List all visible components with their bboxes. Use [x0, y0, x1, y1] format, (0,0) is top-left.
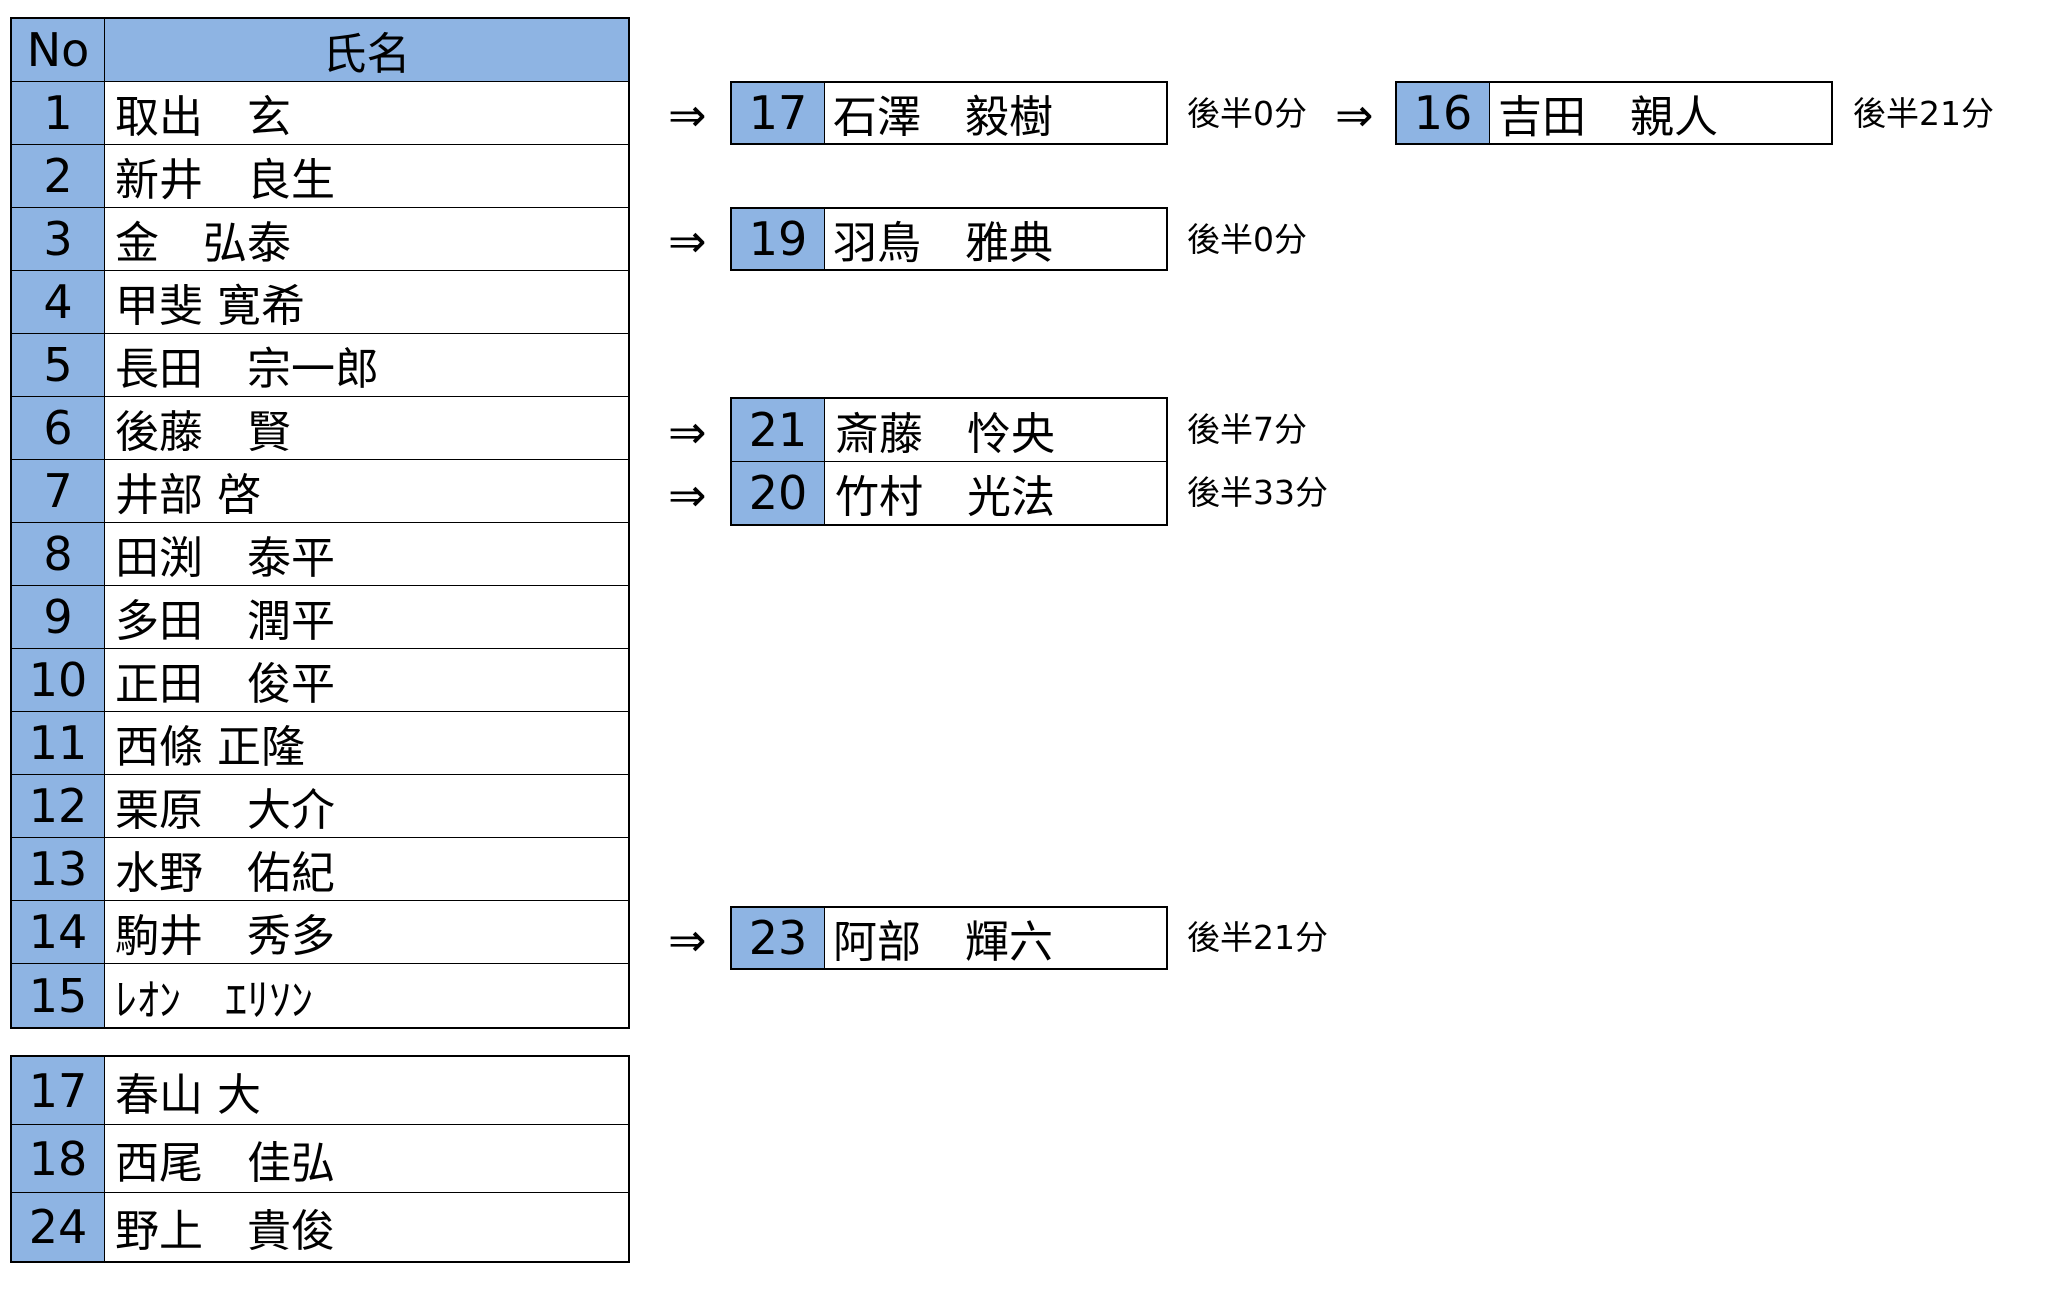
player-no: 1 [12, 82, 105, 144]
substitute-no: 21 [732, 399, 825, 461]
player-no: 11 [12, 712, 105, 774]
player-name: 正田 俊平 [105, 649, 628, 711]
player-no: 13 [12, 838, 105, 900]
substitute-box-pair: 21 斎藤 怜央 20 竹村 光法 [730, 397, 1168, 526]
substitute-name: 阿部 輝六 [825, 908, 1166, 968]
player-no: 9 [12, 586, 105, 648]
player-name: 野上 貴俊 [105, 1193, 628, 1261]
substitute-no: 17 [732, 83, 825, 143]
substitution-time: 後半33分 [1187, 473, 1328, 512]
player-name: 駒井 秀多 [105, 901, 628, 963]
substitute-no: 16 [1397, 83, 1490, 143]
substitute-name: 吉田 親人 [1490, 83, 1831, 143]
substitution-time: 後半21分 [1853, 94, 1994, 133]
substitute-name: 石澤 毅樹 [825, 83, 1166, 143]
player-name: 後藤 賢 [105, 397, 628, 459]
substitution-arrow: ⇒ [668, 468, 707, 522]
player-no: 5 [12, 334, 105, 396]
substitute-row: 21 斎藤 怜央 [732, 399, 1166, 461]
player-name: ﾚｵﾝ ｴﾘｿﾝ [105, 964, 628, 1027]
player-no: 18 [12, 1125, 105, 1192]
player-name: 栗原 大介 [105, 775, 628, 837]
substitution-time: 後半7分 [1187, 410, 1307, 449]
player-no: 15 [12, 964, 105, 1027]
player-name: 水野 佑紀 [105, 838, 628, 900]
player-no: 17 [12, 1057, 105, 1124]
substitute-no: 19 [732, 209, 825, 269]
player-name: 新井 良生 [105, 145, 628, 207]
player-name: 田渕 泰平 [105, 523, 628, 585]
substitute-box: 23 阿部 輝六 [730, 906, 1168, 970]
substitute-box: 19 羽鳥 雅典 [730, 207, 1168, 271]
table-header: No 氏名 [12, 19, 628, 82]
player-no: 6 [12, 397, 105, 459]
substitution-arrow: ⇒ [668, 405, 707, 459]
player-name: 取出 玄 [105, 82, 628, 144]
player-no: 4 [12, 271, 105, 333]
player-name: 多田 潤平 [105, 586, 628, 648]
substitution-arrow: ⇒ [668, 88, 707, 142]
substitute-name: 竹村 光法 [825, 462, 1166, 524]
player-name: 長田 宗一郎 [105, 334, 628, 396]
substitution-arrow: ⇒ [1335, 88, 1374, 142]
player-no: 7 [12, 460, 105, 522]
substitution-arrow: ⇒ [668, 214, 707, 268]
substitute-no: 23 [732, 908, 825, 968]
substitute-name: 羽鳥 雅典 [825, 209, 1166, 269]
player-no: 12 [12, 775, 105, 837]
substitution-time: 後半0分 [1187, 94, 1307, 133]
header-no: No [12, 19, 105, 81]
substitution-time: 後半21分 [1187, 918, 1328, 957]
substitute-row: 20 竹村 光法 [732, 461, 1166, 524]
header-name: 氏名 [105, 19, 628, 81]
substitution-arrow: ⇒ [668, 913, 707, 967]
player-name: 井部 啓 [105, 460, 628, 522]
substitute-box: 16 吉田 親人 [1395, 81, 1833, 145]
player-name: 西條 正隆 [105, 712, 628, 774]
player-no: 24 [12, 1193, 105, 1261]
substitute-box: 17 石澤 毅樹 [730, 81, 1168, 145]
substitute-no: 20 [732, 462, 825, 524]
player-no: 10 [12, 649, 105, 711]
substitute-name: 斎藤 怜央 [825, 399, 1166, 461]
substitution-time: 後半0分 [1187, 220, 1307, 259]
player-no: 14 [12, 901, 105, 963]
player-name: 西尾 佳弘 [105, 1125, 628, 1192]
player-no: 3 [12, 208, 105, 270]
player-name: 春山 大 [105, 1057, 628, 1124]
player-no: 2 [12, 145, 105, 207]
player-name: 甲斐 寛希 [105, 271, 628, 333]
player-name: 金 弘泰 [105, 208, 628, 270]
player-no: 8 [12, 523, 105, 585]
